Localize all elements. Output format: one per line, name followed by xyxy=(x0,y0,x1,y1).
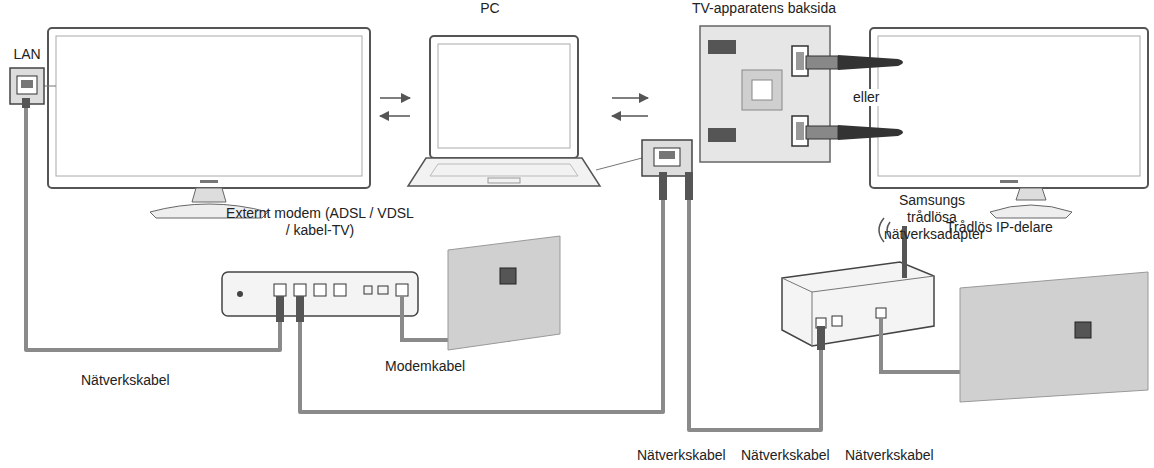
cable-label: Nätverkskabel xyxy=(80,372,171,389)
router-box: Trådlös IP-delare xyxy=(770,215,1100,350)
node-heading: Externt modem (ADSL / VDSL / kabel-TV) xyxy=(225,205,415,239)
lan-port-inset xyxy=(10,68,56,108)
pc-box: PC xyxy=(412,0,690,200)
node-heading: LAN xyxy=(6,46,48,63)
node-heading: Samsungs trådlösa nätverksadapter xyxy=(884,192,980,243)
modem-box: Externt modem (ADSL / VDSL / kabel-TV) xyxy=(215,205,425,322)
tv-right xyxy=(870,28,1148,218)
port-label: LAN xyxy=(6,46,50,108)
tv-back-box: TV-apparatens baksida xyxy=(692,0,854,168)
cable-label: Nätverkskabel xyxy=(636,447,727,464)
tv-back-panel xyxy=(700,26,830,162)
wall-socket xyxy=(448,236,560,350)
cable-label: Nätverkskabel xyxy=(740,447,831,464)
network-cable xyxy=(26,108,280,350)
wall-socket xyxy=(960,272,1148,402)
pc-port-inset xyxy=(596,140,693,200)
cable-label: Nätverkskabel xyxy=(844,447,935,464)
tv-left xyxy=(48,28,370,218)
node-heading: Trådlös IP-delare xyxy=(946,219,1096,236)
network-cable xyxy=(300,200,663,412)
laptop xyxy=(408,36,600,186)
wireless-adapter xyxy=(806,55,903,140)
node-heading: PC xyxy=(470,0,510,17)
network-cable xyxy=(689,200,821,430)
node-heading: TV-apparatens baksida xyxy=(692,0,852,17)
cable-label: Modemkabel xyxy=(384,358,466,375)
option-text: eller xyxy=(852,89,880,106)
